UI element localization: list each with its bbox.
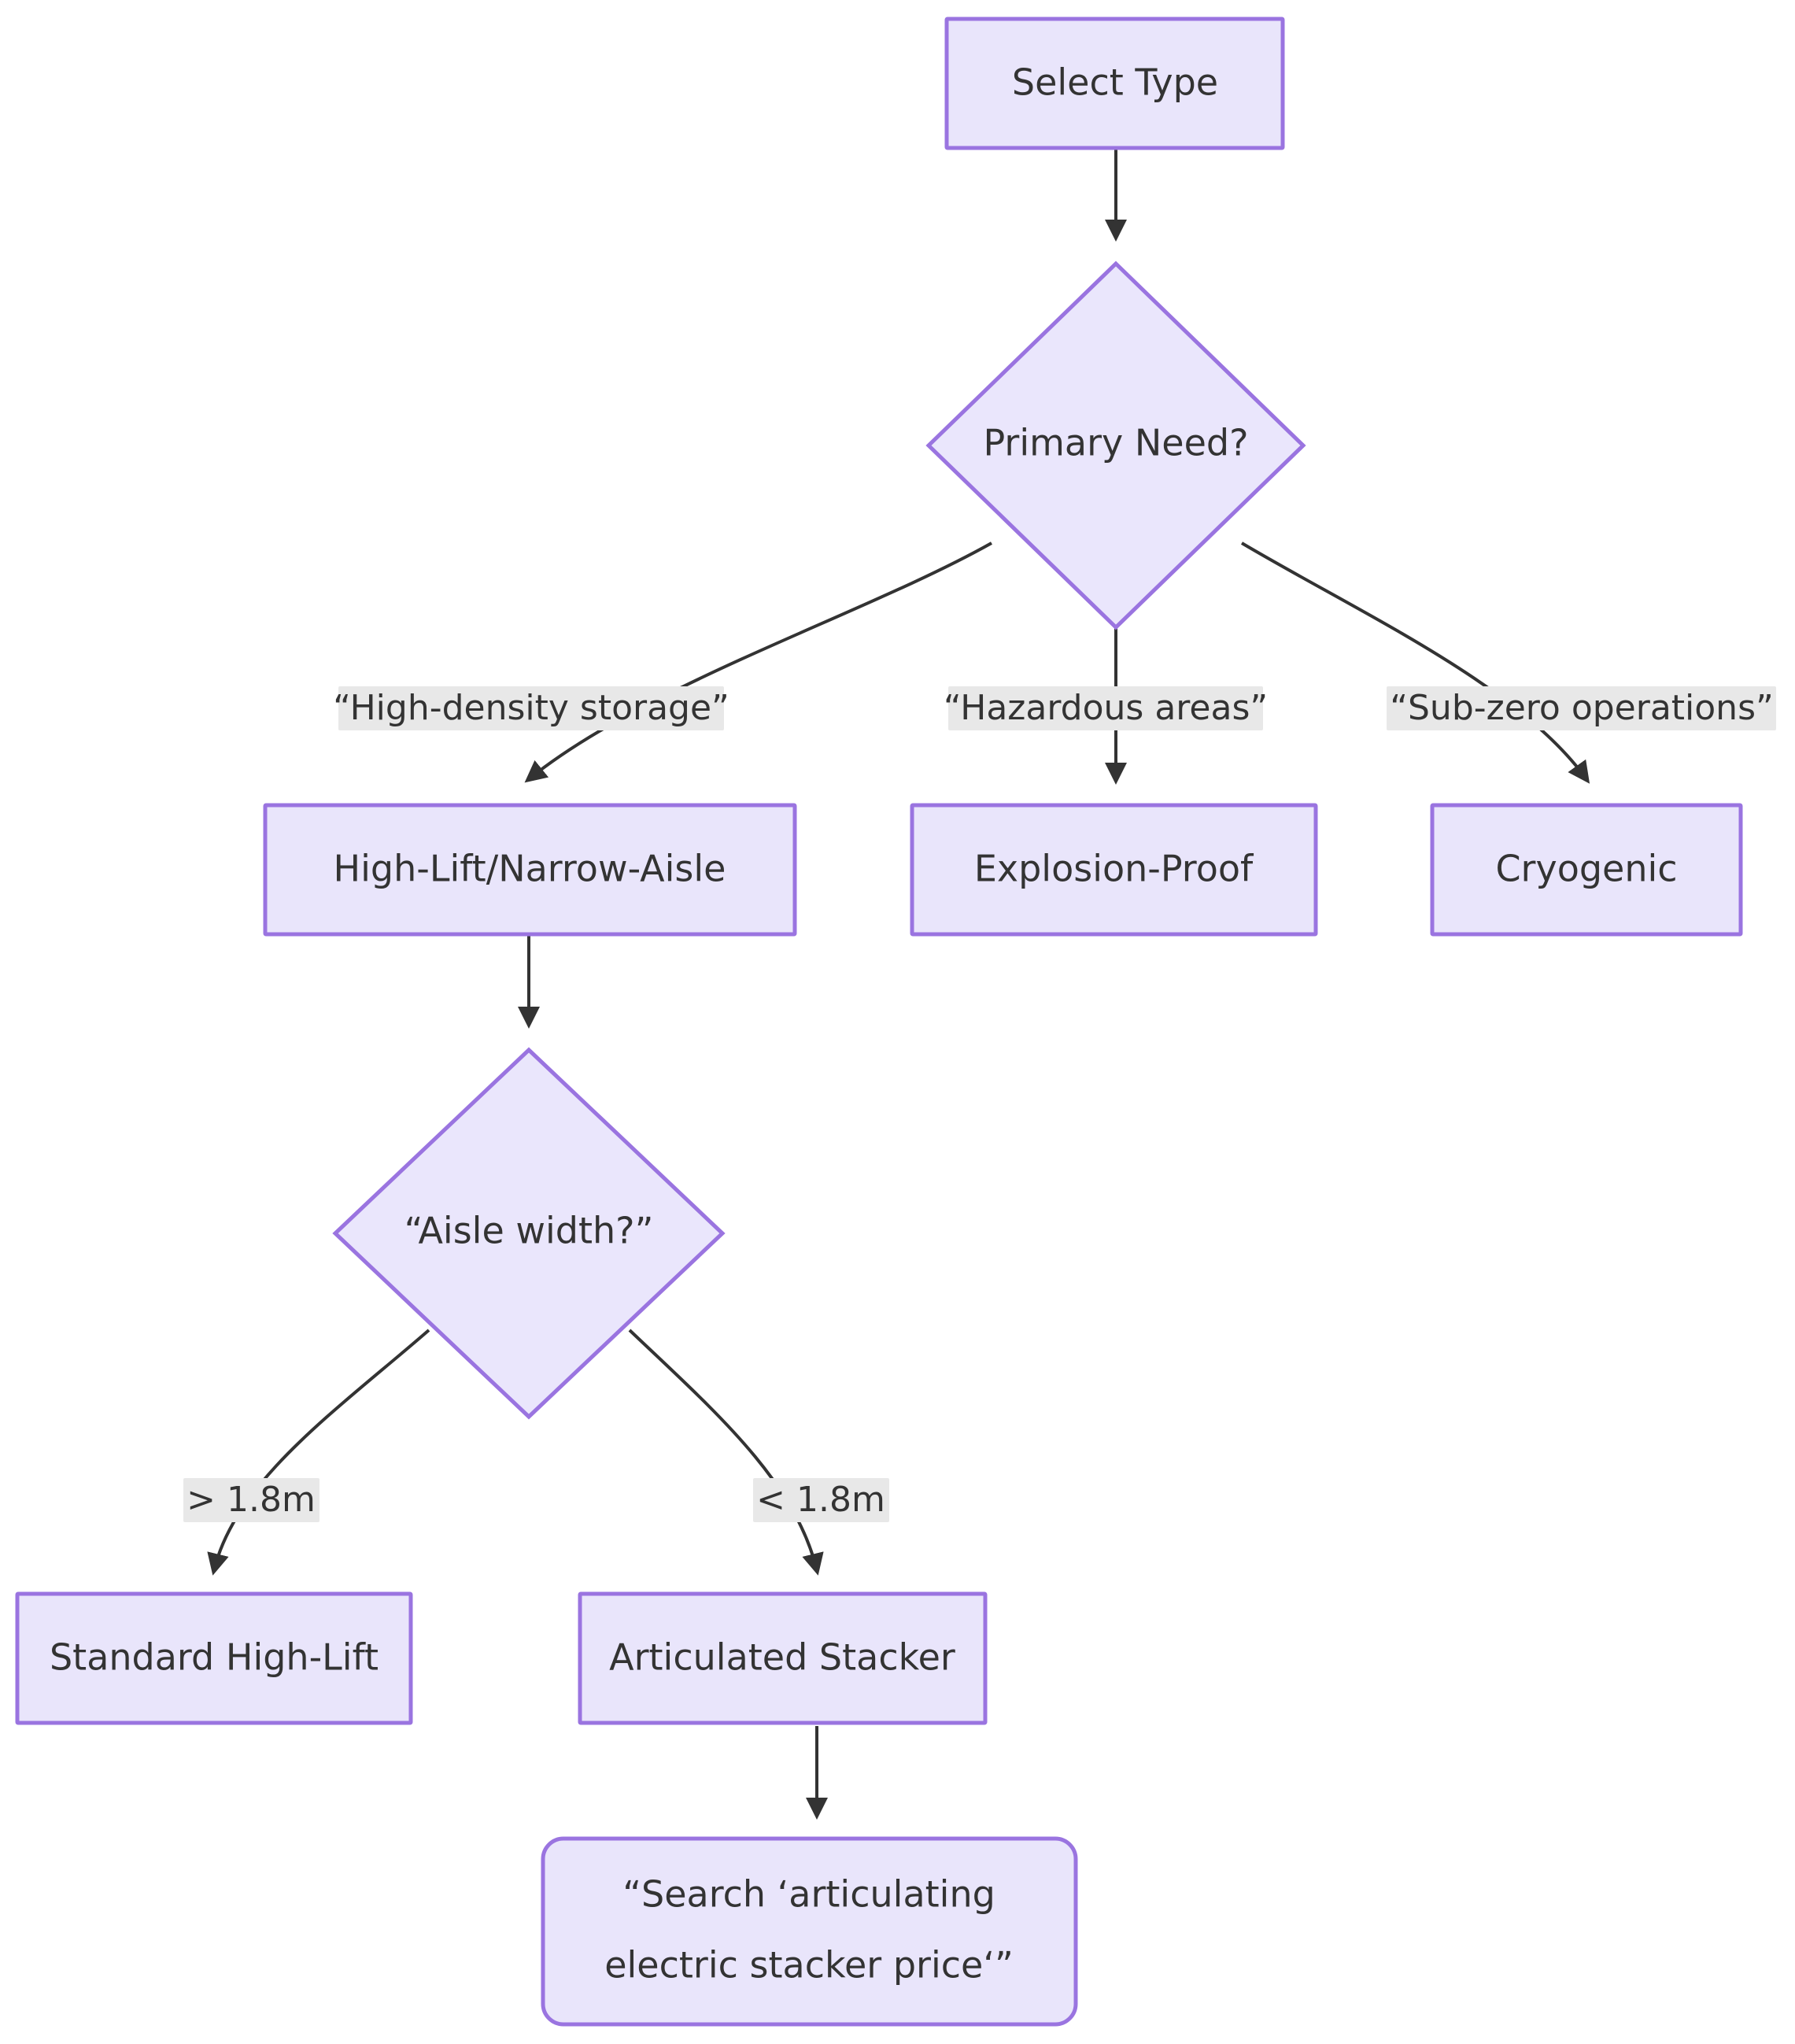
node-label: Cryogenic bbox=[1495, 848, 1677, 890]
edge-label-text: > 1.8m bbox=[187, 1480, 316, 1520]
node-high-lift-narrow-aisle[interactable]: High-Lift/Narrow-Aisle bbox=[263, 803, 797, 937]
edge-label-text: “Hazardous areas” bbox=[944, 688, 1268, 728]
edges-layer bbox=[207, 150, 1590, 1820]
edge-label-less-1-8m: < 1.8m bbox=[753, 1478, 889, 1522]
edge-label-hazardous-areas: “Hazardous areas” bbox=[944, 686, 1268, 730]
node-cryogenic[interactable]: Cryogenic bbox=[1430, 803, 1743, 937]
node-label: Primary Need? bbox=[983, 422, 1248, 464]
node-explosion-proof[interactable]: Explosion-Proof bbox=[910, 803, 1318, 937]
edge-label-text: “Sub-zero operations” bbox=[1390, 688, 1774, 728]
node-label: High-Lift/Narrow-Aisle bbox=[334, 848, 726, 890]
node-standard-high-lift[interactable]: Standard High-Lift bbox=[15, 1591, 413, 1725]
node-aisle-width[interactable]: “Aisle width?” bbox=[332, 1047, 726, 1420]
node-select-type[interactable]: Select Type bbox=[944, 17, 1285, 150]
edge-aisle-width-to-standard-high-lift bbox=[207, 1329, 430, 1576]
edge-label-high-density-storage: “High-density storage” bbox=[333, 686, 729, 730]
node-label: Explosion-Proof bbox=[974, 848, 1254, 890]
edge-label-sub-zero-operations: “Sub-zero operations” bbox=[1387, 686, 1776, 730]
edge-primary-need-to-high-lift bbox=[524, 541, 992, 783]
node-label: Standard High-Lift bbox=[50, 1636, 379, 1679]
edge-label-text: < 1.8m bbox=[756, 1480, 885, 1520]
edge-label-greater-1-8m: > 1.8m bbox=[183, 1478, 319, 1522]
node-search-action[interactable]: “Search ‘articulating electric stacker p… bbox=[541, 1836, 1078, 2027]
node-label: Select Type bbox=[1012, 61, 1218, 104]
node-label: Articulated Stacker bbox=[609, 1636, 955, 1679]
node-articulated-stacker[interactable]: Articulated Stacker bbox=[578, 1591, 988, 1725]
nodes-layer: Select Type Primary Need? High-Lift/Narr… bbox=[15, 17, 1743, 2027]
edge-aisle-width-to-articulated bbox=[628, 1329, 824, 1576]
edge-primary-need-to-cryogenic bbox=[1240, 541, 1590, 784]
node-label: “Aisle width?” bbox=[404, 1210, 654, 1252]
edge-label-text: “High-density storage” bbox=[333, 688, 729, 728]
edge-labels-layer: “High-density storage” “Hazardous areas”… bbox=[183, 686, 1776, 1522]
node-label-line2: electric stacker price‘” bbox=[604, 1944, 1014, 1987]
node-label-line1: “Search ‘articulating bbox=[622, 1873, 995, 1916]
node-primary-need[interactable]: Primary Need? bbox=[925, 261, 1306, 630]
